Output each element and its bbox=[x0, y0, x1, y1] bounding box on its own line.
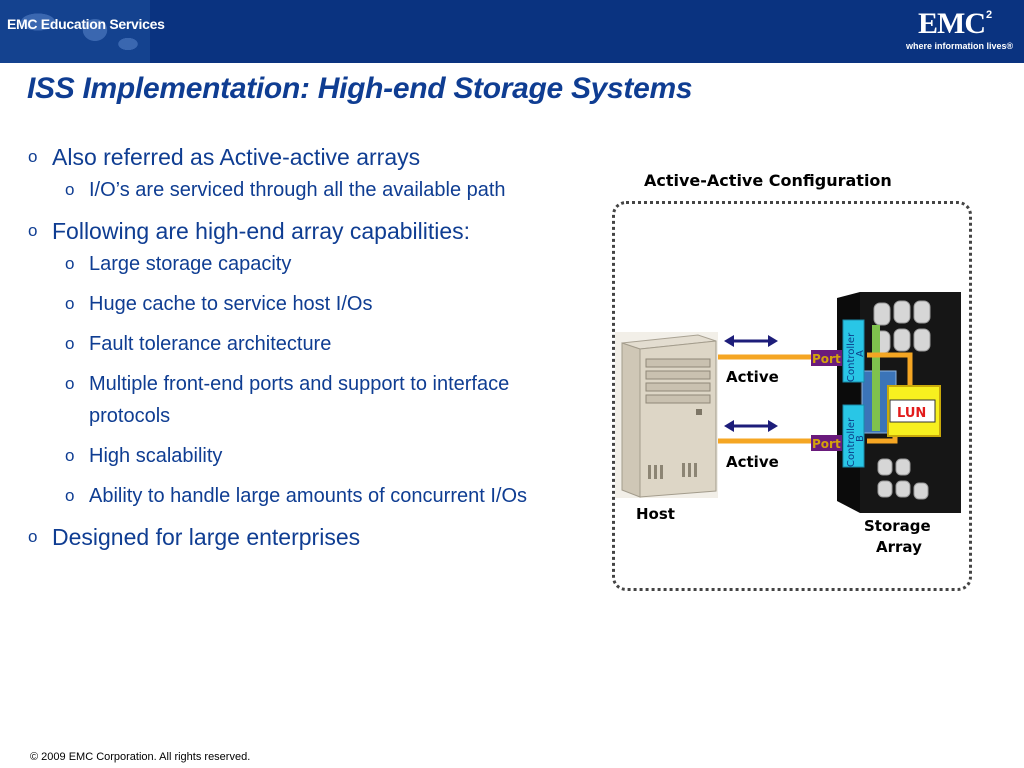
bullet-text: I/O’s are serviced through all the avail… bbox=[89, 179, 506, 201]
diagram-title: Active-Active Configuration bbox=[644, 171, 892, 190]
header-bar: EMC Education Services EMC2 where inform… bbox=[0, 0, 1024, 63]
bullet-level-2: o Large storage capacity bbox=[28, 248, 598, 280]
bullet-level-1: o Following are high-end array capabilit… bbox=[28, 214, 598, 248]
emc-logo-superscript: 2 bbox=[986, 9, 992, 21]
emc-logo: EMC2 bbox=[918, 7, 992, 41]
controller-b-id: B bbox=[855, 435, 866, 442]
bullet-level-2: o Ability to handle large amounts of con… bbox=[28, 480, 598, 512]
bullet-level-2: o Fault tolerance architecture bbox=[28, 328, 598, 360]
bullet-text: Designed for large enterprises bbox=[52, 524, 361, 550]
port-b bbox=[811, 435, 842, 451]
controller-a bbox=[842, 319, 865, 383]
bullet-text: Multiple front-end ports and support to … bbox=[89, 373, 510, 427]
lun-icon bbox=[887, 385, 941, 437]
host-label: Host bbox=[636, 505, 675, 523]
bullet-text: Huge cache to service host I/Os bbox=[89, 293, 373, 315]
bullet-marker: o bbox=[65, 180, 75, 199]
active-active-diagram: Controller A Controller B Port Port LUN bbox=[615, 292, 961, 513]
bidirectional-arrow-icon bbox=[724, 420, 778, 432]
bullet-level-2: o Multiple front-end ports and support t… bbox=[28, 368, 598, 432]
emc-logo-text: EMC bbox=[918, 7, 986, 40]
bullet-level-1: o Also referred as Active-active arrays bbox=[28, 140, 598, 174]
bullet-marker: o bbox=[65, 446, 75, 465]
footer-copyright: © 2009 EMC Corporation. All rights reser… bbox=[30, 751, 251, 763]
bullet-marker: o bbox=[28, 147, 38, 166]
bullet-text: Large storage capacity bbox=[89, 253, 292, 275]
bullet-list: o Also referred as Active-active arrays … bbox=[28, 140, 598, 554]
bullet-text: Also referred as Active-active arrays bbox=[52, 144, 421, 170]
bullet-marker: o bbox=[65, 334, 75, 353]
slide-title: ISS Implementation: High-end Storage Sys… bbox=[27, 72, 693, 105]
storage-label-line2: Array bbox=[876, 538, 922, 556]
controller-b-label: Controller bbox=[846, 417, 857, 467]
world-map-graphic bbox=[0, 0, 150, 63]
bullet-level-2: o Huge cache to service host I/Os bbox=[28, 288, 598, 320]
bullet-marker: o bbox=[28, 527, 38, 546]
diagram-frame bbox=[612, 201, 972, 591]
port-a bbox=[811, 350, 842, 366]
storage-label-line1: Storage bbox=[864, 517, 931, 535]
bullet-text: High scalability bbox=[89, 445, 223, 467]
bullet-marker: o bbox=[65, 294, 75, 313]
bullet-marker: o bbox=[65, 486, 75, 505]
controller-a-label: Controller bbox=[846, 332, 857, 382]
path-a-label: Active bbox=[726, 368, 779, 386]
port-a-label: Port bbox=[812, 352, 841, 366]
bullet-level-2: o High scalability bbox=[28, 440, 598, 472]
bullet-text: Ability to handle large amounts of concu… bbox=[89, 485, 528, 507]
controller-a-id: A bbox=[855, 350, 866, 357]
bullet-marker: o bbox=[28, 221, 38, 240]
bullet-marker: o bbox=[65, 374, 75, 393]
brand-title: EMC Education Services bbox=[7, 16, 165, 32]
emc-tagline: where information lives® bbox=[906, 41, 1014, 51]
host-server-icon bbox=[615, 332, 718, 498]
path-b-label: Active bbox=[726, 453, 779, 471]
bullet-level-2: o I/O’s are serviced through all the ava… bbox=[28, 174, 598, 206]
bullet-marker: o bbox=[65, 254, 75, 273]
lun-label: LUN bbox=[897, 406, 926, 421]
bullet-level-1: o Designed for large enterprises bbox=[28, 520, 598, 554]
bullet-text: Following are high-end array capabilitie… bbox=[52, 218, 471, 244]
controller-b bbox=[842, 404, 865, 468]
port-b-label: Port bbox=[812, 437, 841, 451]
bullet-text: Fault tolerance architecture bbox=[89, 333, 332, 355]
bidirectional-arrow-icon bbox=[724, 335, 778, 347]
